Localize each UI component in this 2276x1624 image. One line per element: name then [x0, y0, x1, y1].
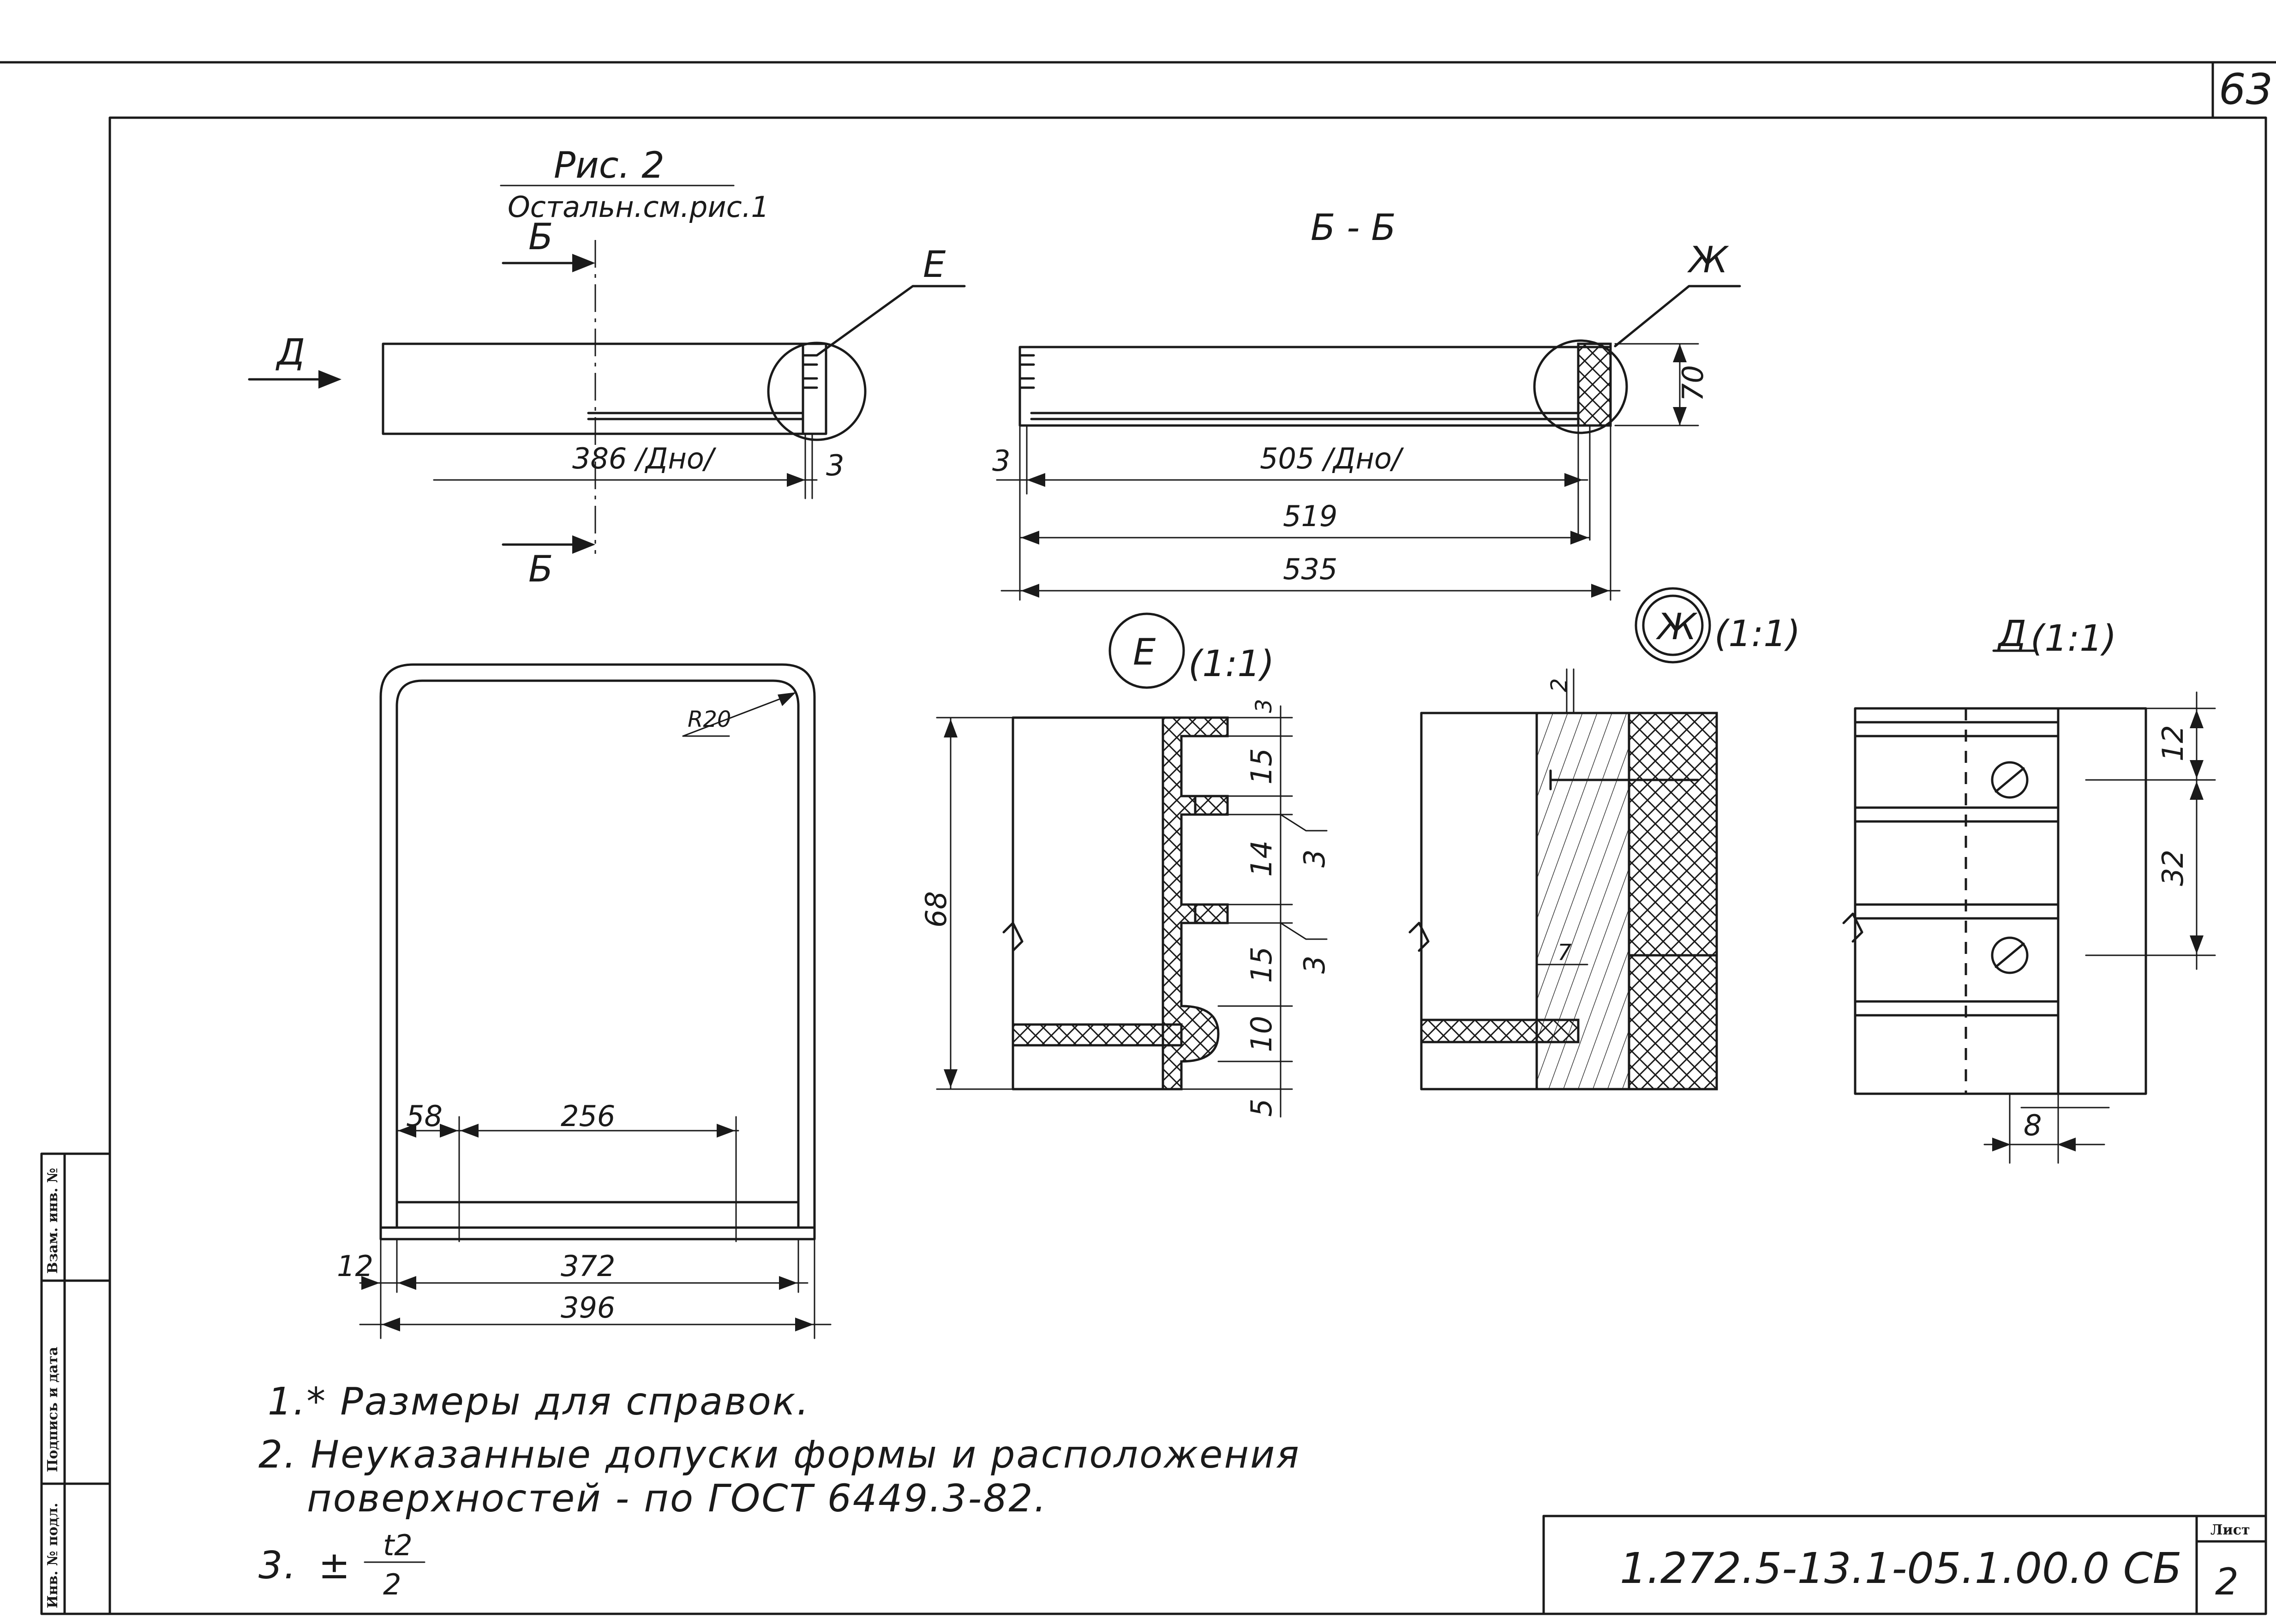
detail-e-scale: (1:1) — [1188, 643, 1274, 685]
dim-e-height: 68 — [919, 891, 953, 928]
dim-bb-inner: 519 — [1283, 499, 1337, 533]
side-view — [382, 240, 966, 554]
side-view-dims — [433, 433, 818, 499]
note-2: 2. Неуказанные допуски формы и расположе… — [258, 1433, 1300, 1477]
dim-d-d1: 12 — [2156, 725, 2190, 761]
sheet-frame — [0, 61, 2276, 1615]
detail-d-letter: Д — [1997, 613, 2026, 655]
dim-d-d2: 32 — [2156, 850, 2190, 886]
dim-plan-offset: 58 — [406, 1099, 443, 1133]
dim-e-d1: 3 — [1251, 699, 1277, 713]
detail-zh-scale: (1:1) — [1714, 613, 1800, 655]
dim-e-d2: 15 — [1245, 748, 1278, 785]
dim-bb-gap: 3 — [992, 444, 1010, 478]
plan-view-dims — [359, 1116, 832, 1339]
page-number: 63 — [2219, 65, 2273, 114]
note-3: 3. — [258, 1544, 297, 1588]
note-1: 1.* Размеры для справок. — [268, 1380, 810, 1424]
dim-bb-height: 70 — [1676, 365, 1710, 402]
note-2-cont: поверхностей - по ГОСТ 6449.3-82. — [307, 1477, 1048, 1521]
callout-e: Е — [923, 244, 946, 286]
side-stamp — [40, 1152, 111, 1615]
tolerance-numerator: t2 — [383, 1528, 413, 1562]
figure-subtitle: Остальн.см.рис.1 — [508, 190, 769, 224]
dim-side-gap: 3 — [826, 449, 844, 482]
dim-e-d5: 10 — [1245, 1016, 1278, 1052]
dim-zh-d1: 2 — [1546, 678, 1572, 692]
callout-zh: Ж — [1687, 240, 1729, 281]
stamp-signature-date: Подпись и дата — [45, 1347, 61, 1472]
plan-view — [379, 663, 816, 1240]
drawing-code: 1.272.5-13.1-05.1.00.0 СБ — [1620, 1544, 2182, 1593]
dim-d-d3: 8 — [2024, 1109, 2042, 1142]
dim-e-ref2: 3 — [1298, 956, 1331, 974]
tolerance-denominator: 2 — [383, 1568, 401, 1601]
dim-plan-span: 256 — [561, 1099, 615, 1133]
dim-plan-inner: 372 — [561, 1249, 615, 1283]
detail-d-view — [1842, 691, 2216, 1164]
section-mark-b-bottom: Б — [528, 549, 553, 590]
dim-side-bottom-length: 386 /Дно/ — [572, 442, 717, 475]
dim-e-d3: 14 — [1245, 840, 1278, 877]
detail-zh-letter: Ж — [1656, 606, 1698, 648]
dim-e-d4: 15 — [1245, 947, 1278, 983]
detail-d-scale: (1:1) — [2030, 618, 2116, 659]
dim-e-ref1: 3 — [1298, 850, 1331, 868]
dim-bb-overall: 535 — [1283, 552, 1337, 586]
dim-bb-bottom-length: 505 /Дно/ — [1260, 442, 1404, 475]
dim-e-d6: 5 — [1245, 1099, 1278, 1117]
sheet-number: 2 — [2215, 1560, 2239, 1603]
view-mark-d: Д — [276, 332, 305, 373]
section-bb-dims — [996, 343, 1699, 601]
detail-e-letter: Е — [1133, 632, 1156, 673]
figure-title: Рис. 2 — [554, 145, 665, 186]
dim-plan-wall: 12 — [337, 1249, 373, 1283]
tolerance-sign: ± — [318, 1544, 352, 1588]
dim-plan-radius: R20 — [688, 707, 731, 732]
section-title-bb: Б - Б — [1311, 207, 1396, 249]
dim-plan-overall: 396 — [561, 1291, 615, 1324]
stamp-replaced-inv: Взам. инв. № — [45, 1168, 61, 1274]
detail-zh-view — [1408, 668, 1718, 1091]
section-mark-b-top: Б — [528, 216, 553, 258]
dim-zh-d2: 7 — [1557, 940, 1572, 965]
section-bb-view — [1018, 285, 1741, 434]
sheet-label: Лист — [2210, 1522, 2250, 1538]
detail-e-view — [936, 705, 1328, 1118]
stamp-original-inv: Инв. № подл. — [45, 1503, 61, 1608]
